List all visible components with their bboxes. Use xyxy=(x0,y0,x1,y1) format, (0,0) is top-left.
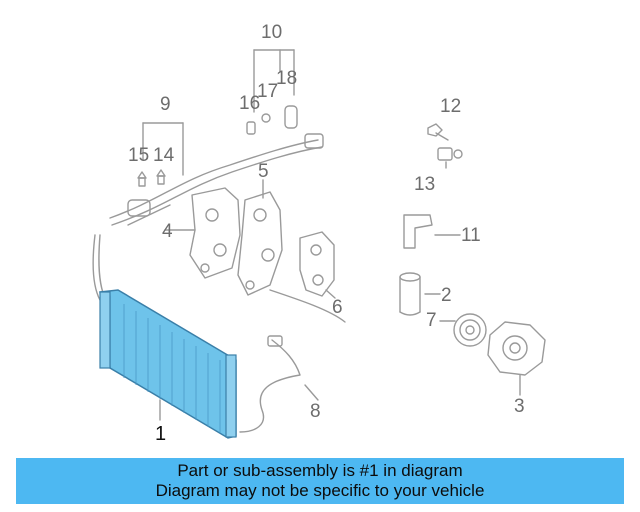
switch-13 xyxy=(437,147,463,161)
callout-7: 7 xyxy=(426,310,437,331)
callout-10: 10 xyxy=(261,22,283,43)
callout-12: 12 xyxy=(440,96,462,117)
bracket-9 xyxy=(142,122,184,176)
ac-hose-assembly xyxy=(92,133,324,301)
compressor-bracket-5 xyxy=(237,191,283,296)
callout-16: 16 xyxy=(239,93,261,114)
callout-9: 9 xyxy=(160,94,171,115)
leader-lines xyxy=(159,132,449,421)
callout-17: 17 xyxy=(257,81,279,102)
callout-1: 1 xyxy=(155,423,167,445)
callout-6: 6 xyxy=(332,297,343,318)
callout-18: 18 xyxy=(276,68,298,89)
bracket-11 xyxy=(403,214,461,249)
clutch-7 xyxy=(439,313,487,347)
banner-line-2: Diagram may not be specific to your vehi… xyxy=(155,481,485,500)
hose-8 xyxy=(239,289,346,433)
condenser-1[interactable] xyxy=(99,289,237,439)
callout-14: 14 xyxy=(153,145,175,166)
info-banner: Part or sub-assembly is #1 in diagram Di… xyxy=(16,458,624,504)
parts-diagram xyxy=(92,49,546,439)
callout-11: 11 xyxy=(461,225,481,246)
bracket-10 xyxy=(253,49,295,113)
compressor-3 xyxy=(487,321,546,396)
callout-5: 5 xyxy=(258,161,269,182)
bracket-6 xyxy=(299,231,335,297)
callout-8: 8 xyxy=(310,401,321,422)
receiver-drier-2 xyxy=(399,272,441,316)
callout-2: 2 xyxy=(441,285,452,306)
banner-line-1: Part or sub-assembly is #1 in diagram xyxy=(177,461,463,480)
callout-15: 15 xyxy=(128,145,150,166)
fittings xyxy=(137,105,298,187)
switch-12 xyxy=(427,123,443,137)
callout-3: 3 xyxy=(514,396,525,417)
callout-13: 13 xyxy=(414,174,436,195)
compressor-bracket-4 xyxy=(164,187,241,279)
callout-4: 4 xyxy=(162,221,173,242)
